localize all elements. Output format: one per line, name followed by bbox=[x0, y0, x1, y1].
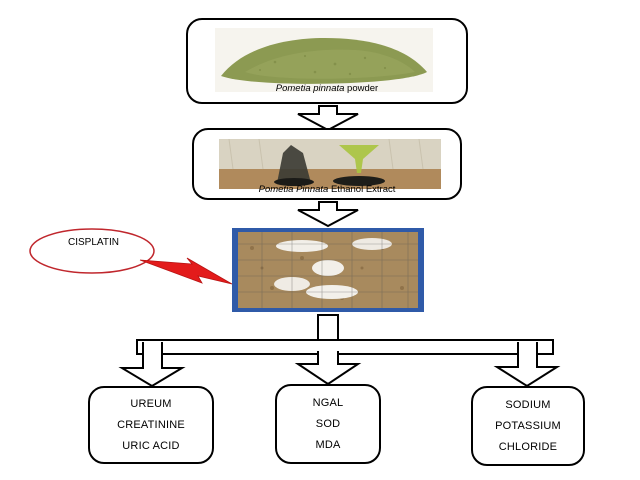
outcome-box-renal-function: UREUM CREATININE URIC ACID bbox=[88, 386, 214, 464]
arrow-down-left bbox=[118, 342, 186, 388]
powder-caption: Pometia pinnata powder bbox=[188, 83, 466, 94]
outcome-item: CREATININE bbox=[117, 418, 185, 431]
extract-caption: Pometia Pinnata Ethanol Extract bbox=[194, 184, 460, 195]
outcome-item: SODIUM bbox=[505, 398, 551, 411]
outcome-box-oxidative-markers: NGAL SOD MDA bbox=[275, 384, 381, 464]
powder-box: Pometia pinnata powder bbox=[186, 18, 468, 104]
extract-box: Pometia Pinnata Ethanol Extract bbox=[192, 128, 462, 200]
outcome-item: SOD bbox=[315, 417, 341, 430]
cisplatin-label: CISPLATIN bbox=[68, 237, 119, 248]
cisplatin-ellipse bbox=[29, 228, 155, 274]
outcome-item: MDA bbox=[315, 438, 341, 451]
rats-photo bbox=[232, 228, 424, 312]
outcome-item: CHLORIDE bbox=[498, 440, 558, 453]
extract-label: Ethanol Extract bbox=[328, 184, 396, 195]
horizontal-connector bbox=[136, 339, 554, 355]
lightning-bolt-icon bbox=[139, 257, 233, 285]
arrow-down-center bbox=[294, 351, 362, 386]
powder-label: powder bbox=[344, 83, 379, 94]
outcome-item: UREUM bbox=[130, 397, 172, 410]
extract-species-name: Pometia Pinnata bbox=[258, 184, 329, 195]
outcome-box-electrolytes: SODIUM POTASSIUM CHLORIDE bbox=[471, 386, 585, 466]
extract-photo bbox=[219, 139, 441, 189]
arrow-down-right bbox=[493, 342, 561, 388]
outcome-item: URIC ACID bbox=[122, 439, 180, 452]
outcome-item: POTASSIUM bbox=[495, 419, 561, 432]
powder-species-name: Pometia pinnata bbox=[275, 83, 345, 94]
arrow-down-1 bbox=[297, 105, 359, 132]
outcome-item: NGAL bbox=[312, 396, 344, 409]
powder-photo bbox=[215, 28, 433, 92]
arrow-down-2 bbox=[297, 201, 359, 228]
